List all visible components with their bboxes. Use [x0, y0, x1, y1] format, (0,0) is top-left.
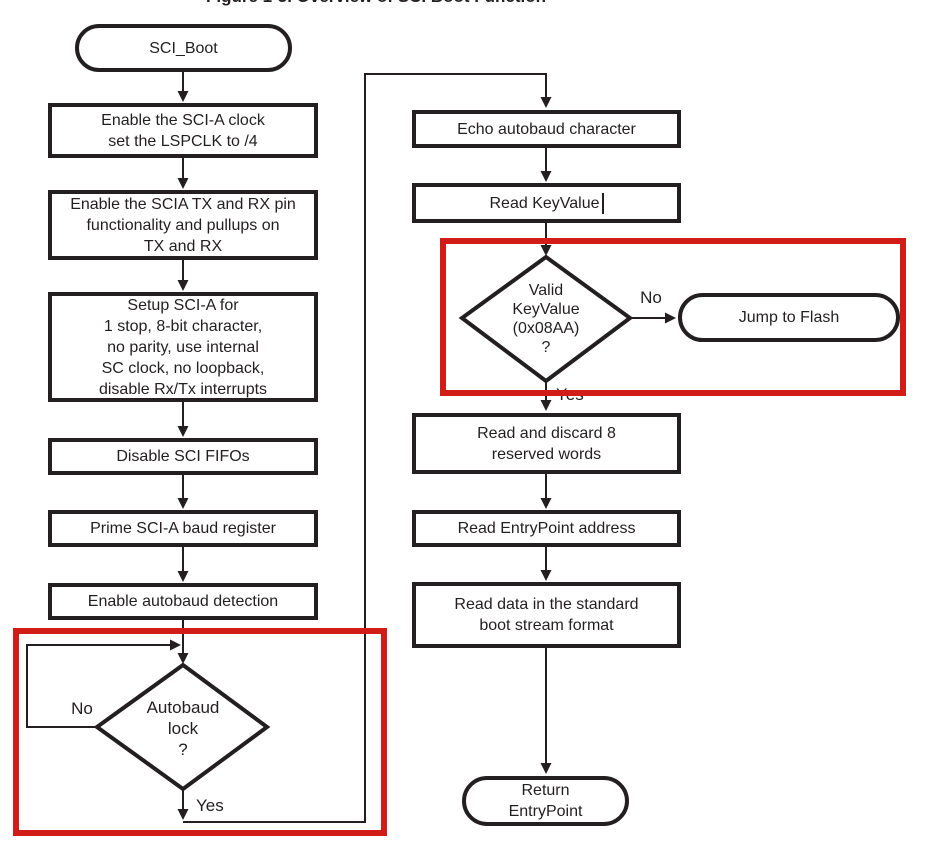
step-label: Setup SCI-A for 1 stop, 8-bit character,…	[98, 296, 268, 398]
autobaud-yes-to-echo-line	[183, 73, 547, 823]
autobaud-yes-label: Yes	[196, 796, 224, 815]
start-node-sci-boot: SCI_Boot	[75, 24, 292, 72]
decision-diamonds	[93, 254, 634, 792]
arrowheads	[170, 91, 676, 820]
autobaud-no-label: No	[71, 699, 93, 718]
terminal-label: Jump to Flash	[738, 309, 840, 326]
step-label: Enable autobaud detection	[87, 593, 279, 610]
autobaud-no-loop-line	[26, 644, 170, 728]
keyvalue-no-label: No	[640, 288, 662, 307]
step-label: Read data in the standard boot stream fo…	[454, 596, 639, 634]
step-label: Echo autobaud character	[457, 120, 636, 138]
terminal-jump-to-flash: Jump to Flash	[678, 293, 900, 342]
step-enable-autobaud-detection: Enable autobaud detection	[48, 583, 318, 620]
figure-title: Figure 1-5. Overview of SCI Boot Functio…	[151, 0, 601, 6]
step-label: Read EntryPoint address	[457, 520, 636, 537]
terminal-label: Return EntryPoint	[508, 782, 583, 820]
text-cursor	[601, 192, 604, 214]
step-setup-sci-a: Setup SCI-A for 1 stop, 8-bit character,…	[48, 292, 318, 402]
step-enable-tx-rx-pins: Enable the SCIA TX and RX pin functional…	[48, 190, 318, 260]
step-read-entrypoint-address: Read EntryPoint address	[412, 510, 681, 547]
step-enable-sci-clock: Enable the SCI-A clock set the LSPCLK to…	[48, 103, 318, 158]
decision-valid-keyvalue-label: Valid KeyValue (0x08AA) ?	[512, 282, 580, 356]
step-read-keyvalue: Read KeyValue	[412, 183, 681, 223]
autobaud-lock-diamond	[93, 662, 271, 792]
step-label: Prime SCI-A baud register	[90, 520, 276, 537]
decision-autobaud-lock-label: Autobaud lock ?	[146, 697, 220, 759]
keyvalue-yes-label: Yes	[556, 385, 584, 404]
terminal-return-entrypoint: Return EntryPoint	[462, 776, 629, 826]
step-read-discard-reserved-words: Read and discard 8 reserved words	[412, 413, 681, 474]
valid-keyvalue-diamond	[458, 254, 634, 384]
start-node-label: SCI_Boot	[149, 39, 218, 57]
step-read-boot-stream-data: Read data in the standard boot stream fo…	[412, 582, 681, 648]
step-label: Enable the SCI-A clock set the LSPCLK to…	[101, 111, 265, 150]
step-label: Disable SCI FIFOs	[116, 448, 250, 465]
step-disable-sci-fifos: Disable SCI FIFOs	[48, 438, 318, 475]
step-label: Read KeyValue	[489, 194, 600, 212]
step-label: Enable the SCIA TX and RX pin functional…	[70, 195, 296, 255]
step-prime-baud-register: Prime SCI-A baud register	[48, 510, 318, 547]
step-label: Read and discard 8 reserved words	[477, 424, 616, 463]
step-echo-autobaud-character: Echo autobaud character	[412, 110, 681, 148]
